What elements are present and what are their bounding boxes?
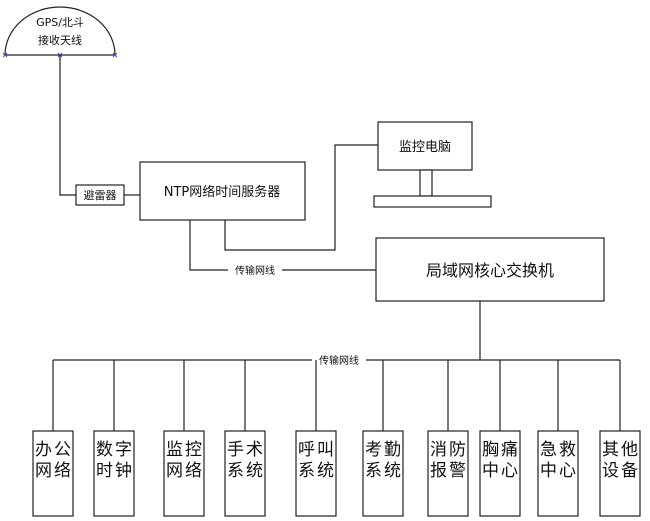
ntp-server-label: NTP网络时间服务器: [164, 184, 281, 200]
ntp-server-box: [139, 161, 306, 221]
subsystem-surgery: 手术系统: [224, 430, 266, 517]
cable-label-top: 传输网线: [235, 264, 275, 277]
antenna-label-line2: 接收天线: [38, 33, 82, 47]
subsystem-office-label: 办公网络: [35, 440, 71, 481]
monitor-screen: [377, 121, 473, 171]
subsystem-other-box: [599, 430, 641, 517]
subsystem-other-label: 其他设备: [602, 440, 638, 481]
server-to-monitor-line: [224, 144, 378, 251]
antenna: GPS/北斗 接收天线: [2, 6, 118, 58]
subsystem-monitor-box: [163, 430, 205, 517]
core-switch-box: [375, 237, 605, 302]
subsystem-attendance: 考勤系统: [362, 430, 404, 517]
subsystem-monitor: 监控网络: [163, 430, 205, 517]
subsystem-fire: 消防报警: [427, 430, 469, 517]
antenna-dome: [4, 6, 116, 56]
subsystem-chestpain: 胸痛中心: [479, 430, 521, 517]
monitor-base: [373, 195, 492, 208]
subsystem-fire-box: [427, 430, 469, 517]
subsystem-fire-label: 消防报警: [430, 440, 466, 481]
subsystem-office-box: [32, 430, 74, 517]
subsystem-call: 呼叫系统: [295, 430, 337, 517]
subsystem-call-label: 呼叫系统: [298, 440, 334, 481]
monitor-stand: [419, 169, 433, 197]
cable-label-bus-bg: [312, 353, 366, 367]
subsystem-attendance-label: 考勤系统: [365, 440, 401, 481]
cable-label-top-bg: [228, 263, 282, 277]
subsystem-clock: 数字时钟: [93, 430, 135, 517]
subsystem-emergency-label: 急救中心: [540, 440, 576, 481]
subsystem-monitor-label: 监控网络: [166, 440, 202, 481]
antenna-label-line1: GPS/北斗: [36, 16, 84, 29]
subsystem-surgery-box: [224, 430, 266, 517]
subsystem-drops: [52, 360, 621, 431]
subsystem-chestpain-box: [479, 430, 521, 517]
subsystem-other: 其他设备: [599, 430, 641, 517]
server-to-switch-line: [189, 220, 376, 271]
subsystem-clock-label: 数字时钟: [96, 440, 132, 481]
arrester-label: 避雷器: [84, 188, 117, 202]
subsystem-chestpain-label: 胸痛中心: [482, 440, 518, 481]
subsystem-surgery-label: 手术系统: [227, 440, 263, 481]
cable-label-bus: 传输网线: [319, 354, 359, 367]
subsystem-emergency-box: [537, 430, 579, 517]
antenna-feed-line: [59, 55, 76, 196]
monitor-pc-label: 监控电脑: [399, 140, 451, 155]
subsystem-call-box: [295, 430, 337, 517]
monitor-pc: 监控电脑: [373, 121, 492, 208]
subsystem-boxes: 办公网络 数字时钟 监控网络 手术系统 呼叫系统 考勤系统 消防报警 胸痛中心: [32, 430, 641, 517]
subsystem-attendance-box: [362, 430, 404, 517]
subsystem-emergency: 急救中心: [537, 430, 579, 517]
subsystem-clock-box: [93, 430, 135, 517]
core-switch-label: 局域网核心交换机: [426, 261, 554, 280]
subsystem-office: 办公网络: [32, 430, 74, 517]
